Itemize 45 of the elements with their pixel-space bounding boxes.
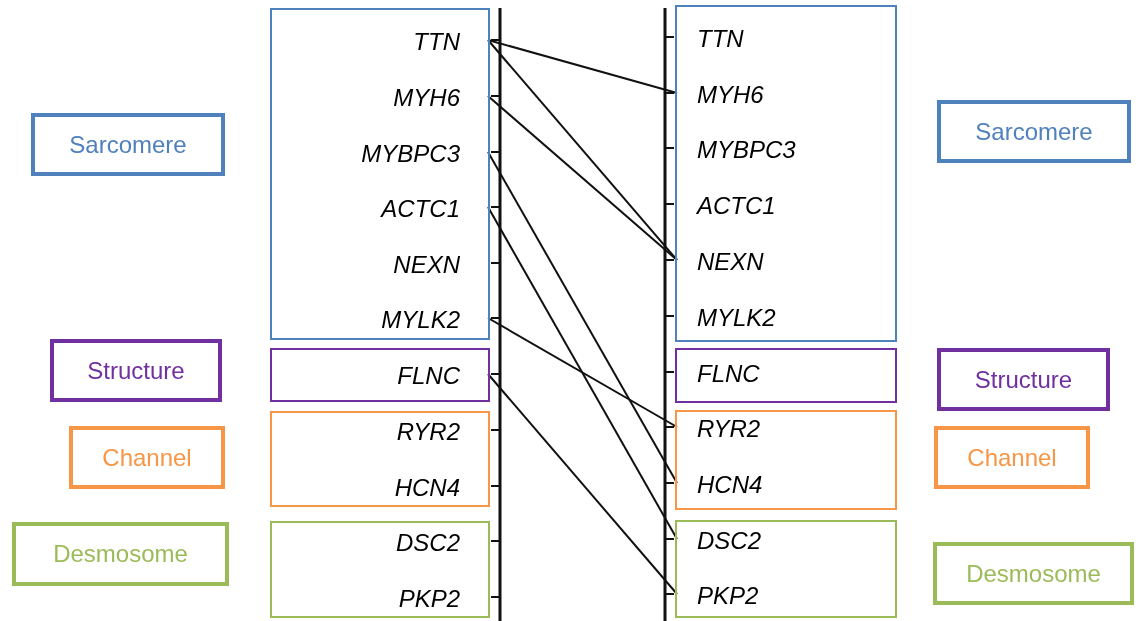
connector-line — [487, 39, 678, 94]
category-box: Sarcomere — [31, 113, 225, 176]
group-frame — [270, 411, 490, 507]
gene-label: MYBPC3 — [302, 139, 490, 169]
gene-label: MYH6 — [679, 80, 869, 110]
gene-label: NEXN — [302, 250, 490, 280]
gene-label: DSC2 — [302, 528, 490, 558]
group-frame — [675, 410, 897, 510]
gene-label: HCN4 — [679, 470, 869, 500]
category-box: Desmosome — [933, 542, 1134, 605]
group-frame — [675, 520, 897, 618]
connector-line — [487, 373, 678, 595]
gene-label: ACTC1 — [302, 194, 490, 224]
connector-line — [487, 39, 678, 261]
gene-label: PKP2 — [679, 581, 869, 611]
gene-label: MYH6 — [302, 83, 490, 113]
category-box: Sarcomere — [937, 100, 1131, 163]
connector-line — [487, 317, 678, 428]
group-frame — [675, 348, 897, 403]
gene-label: FLNC — [302, 361, 490, 391]
gene-label: MYLK2 — [679, 303, 869, 333]
category-box: Desmosome — [12, 522, 229, 586]
group-frame — [270, 521, 490, 618]
connector-line — [487, 206, 678, 540]
gene-label: ACTC1 — [679, 191, 869, 221]
category-box: Channel — [69, 426, 225, 489]
group-frame — [270, 8, 490, 340]
gene-label: RYR2 — [302, 417, 490, 447]
group-frame — [270, 348, 490, 402]
category-box: Structure — [937, 348, 1110, 411]
gene-label: DSC2 — [679, 526, 869, 556]
gene-label: TTN — [302, 27, 490, 57]
gene-label: RYR2 — [679, 414, 869, 444]
connector-line — [487, 151, 678, 484]
gene-label: FLNC — [679, 359, 869, 389]
gene-label: NEXN — [679, 247, 869, 277]
gene-label: MYBPC3 — [679, 135, 869, 165]
gene-label: HCN4 — [302, 473, 490, 503]
gene-label: MYLK2 — [302, 305, 490, 335]
category-box: Channel — [934, 426, 1090, 489]
group-frame — [675, 5, 897, 342]
gene-label: TTN — [679, 24, 869, 54]
gene-label: PKP2 — [302, 584, 490, 614]
category-box: Structure — [50, 339, 222, 402]
connector-line — [487, 95, 678, 261]
